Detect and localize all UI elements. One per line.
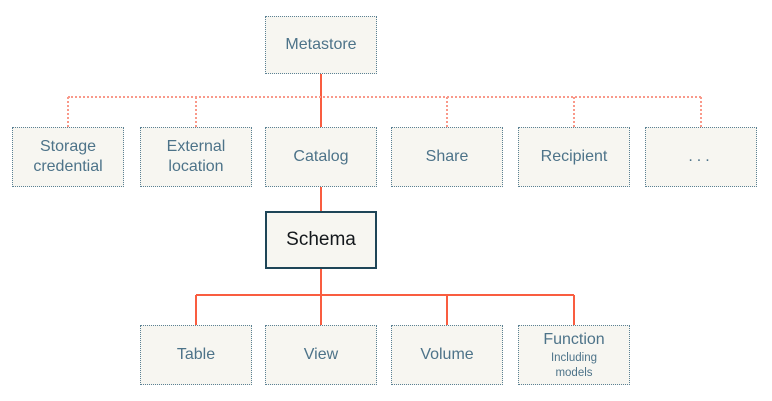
- connector-drop-function: [573, 295, 575, 325]
- connector-children-rail-dotted: [68, 96, 701, 98]
- node-share-label: Share: [425, 147, 469, 165]
- node-view: View: [265, 325, 377, 385]
- node-metastore: Metastore: [265, 16, 377, 74]
- connector-metastore-drop: [320, 74, 322, 127]
- node-external-location-label: External location: [166, 137, 226, 175]
- connector-drop-share: [446, 97, 448, 127]
- connector-drop-more: [700, 97, 702, 127]
- node-function-sublabel: Including models: [550, 352, 598, 379]
- node-catalog: Catalog: [265, 127, 377, 187]
- node-schema: Schema: [265, 211, 377, 269]
- node-catalog-label: Catalog: [293, 147, 349, 165]
- connector-schema-rail-solid: [196, 294, 574, 296]
- node-function-label: Function: [543, 330, 605, 348]
- node-recipient-label: Recipient: [540, 147, 608, 165]
- connector-drop-volume: [446, 295, 448, 325]
- node-volume-label: Volume: [420, 345, 474, 363]
- node-storage-credential-label: Storage credential: [33, 137, 103, 175]
- connector-schema-drop: [320, 269, 322, 325]
- node-function: Function Including models: [518, 325, 630, 385]
- node-schema-label: Schema: [286, 228, 356, 250]
- connector-drop-table: [195, 295, 197, 325]
- node-more-label: ...: [688, 147, 714, 165]
- node-recipient: Recipient: [518, 127, 630, 187]
- node-metastore-label: Metastore: [285, 35, 357, 53]
- node-table-label: Table: [176, 345, 216, 363]
- connector-drop-external-location: [195, 97, 197, 127]
- connector-drop-storage-credential: [67, 97, 69, 127]
- node-more: ...: [645, 127, 757, 187]
- node-table: Table: [140, 325, 252, 385]
- node-storage-credential: Storage credential: [12, 127, 124, 187]
- connector-drop-recipient: [573, 97, 575, 127]
- node-volume: Volume: [391, 325, 503, 385]
- node-share: Share: [391, 127, 503, 187]
- node-external-location: External location: [140, 127, 252, 187]
- node-view-label: View: [303, 345, 339, 363]
- connector-catalog-schema: [320, 187, 322, 211]
